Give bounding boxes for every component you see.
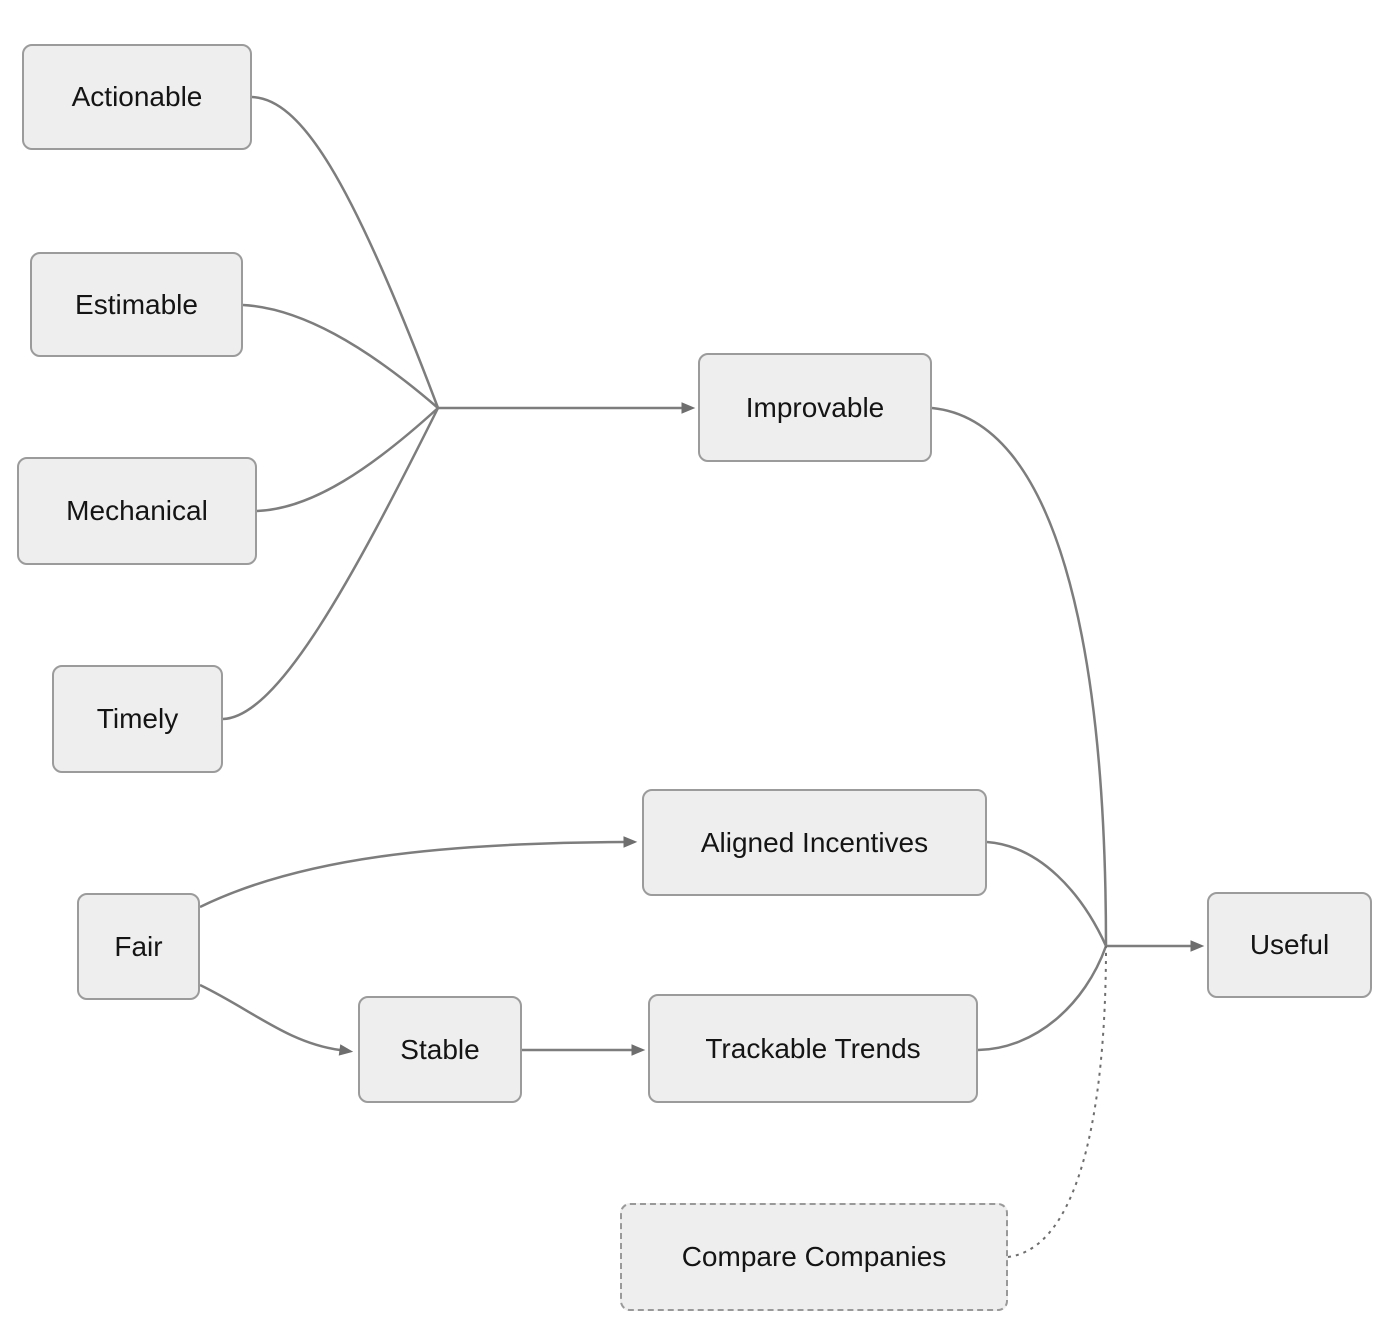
edge-aligned-incentives-to-useful: [986, 840, 1108, 947]
node-useful-label: Useful: [1249, 929, 1330, 961]
edge-trackable-trends-to-useful: [977, 945, 1108, 1052]
node-mechanical: Mechanical: [17, 457, 257, 565]
node-timely: Timely: [52, 665, 223, 773]
node-fair: Fair: [77, 893, 200, 1000]
edge-actionable-to-improvable: [251, 95, 440, 409]
edge-fair-to-stable: [199, 983, 354, 1056]
node-estimable-label: Estimable: [75, 288, 198, 320]
edge-estimable-to-improvable: [242, 303, 439, 409]
edge-fair-to-aligned-incentives: [199, 836, 638, 909]
node-compare-companies-label: Compare Companies: [681, 1241, 947, 1273]
node-trackable-trends: Trackable Trends: [648, 994, 978, 1103]
node-timely-label: Timely: [96, 703, 179, 735]
node-stable-label: Stable: [400, 1033, 480, 1065]
node-improvable-label: Improvable: [745, 391, 885, 423]
edge-mechanical-to-improvable: [256, 407, 439, 513]
node-aligned-incentives: Aligned Incentives: [642, 789, 987, 896]
node-actionable: Actionable: [22, 44, 252, 150]
node-estimable: Estimable: [30, 252, 243, 357]
edge-compare-companies-to-useful-dotted: [1007, 945, 1107, 1258]
edge-timely-to-improvable: [222, 407, 440, 721]
node-stable: Stable: [358, 996, 522, 1103]
node-trackable-trends-label: Trackable Trends: [705, 1032, 921, 1064]
node-fair-label: Fair: [114, 930, 163, 962]
node-mechanical-label: Mechanical: [66, 495, 208, 527]
node-compare-companies: Compare Companies: [620, 1203, 1008, 1311]
node-useful: Useful: [1207, 892, 1372, 998]
edge-improvable-to-useful: [931, 406, 1108, 947]
node-improvable: Improvable: [698, 353, 932, 462]
node-aligned-incentives-label: Aligned Incentives: [700, 826, 929, 858]
node-actionable-label: Actionable: [71, 81, 203, 113]
